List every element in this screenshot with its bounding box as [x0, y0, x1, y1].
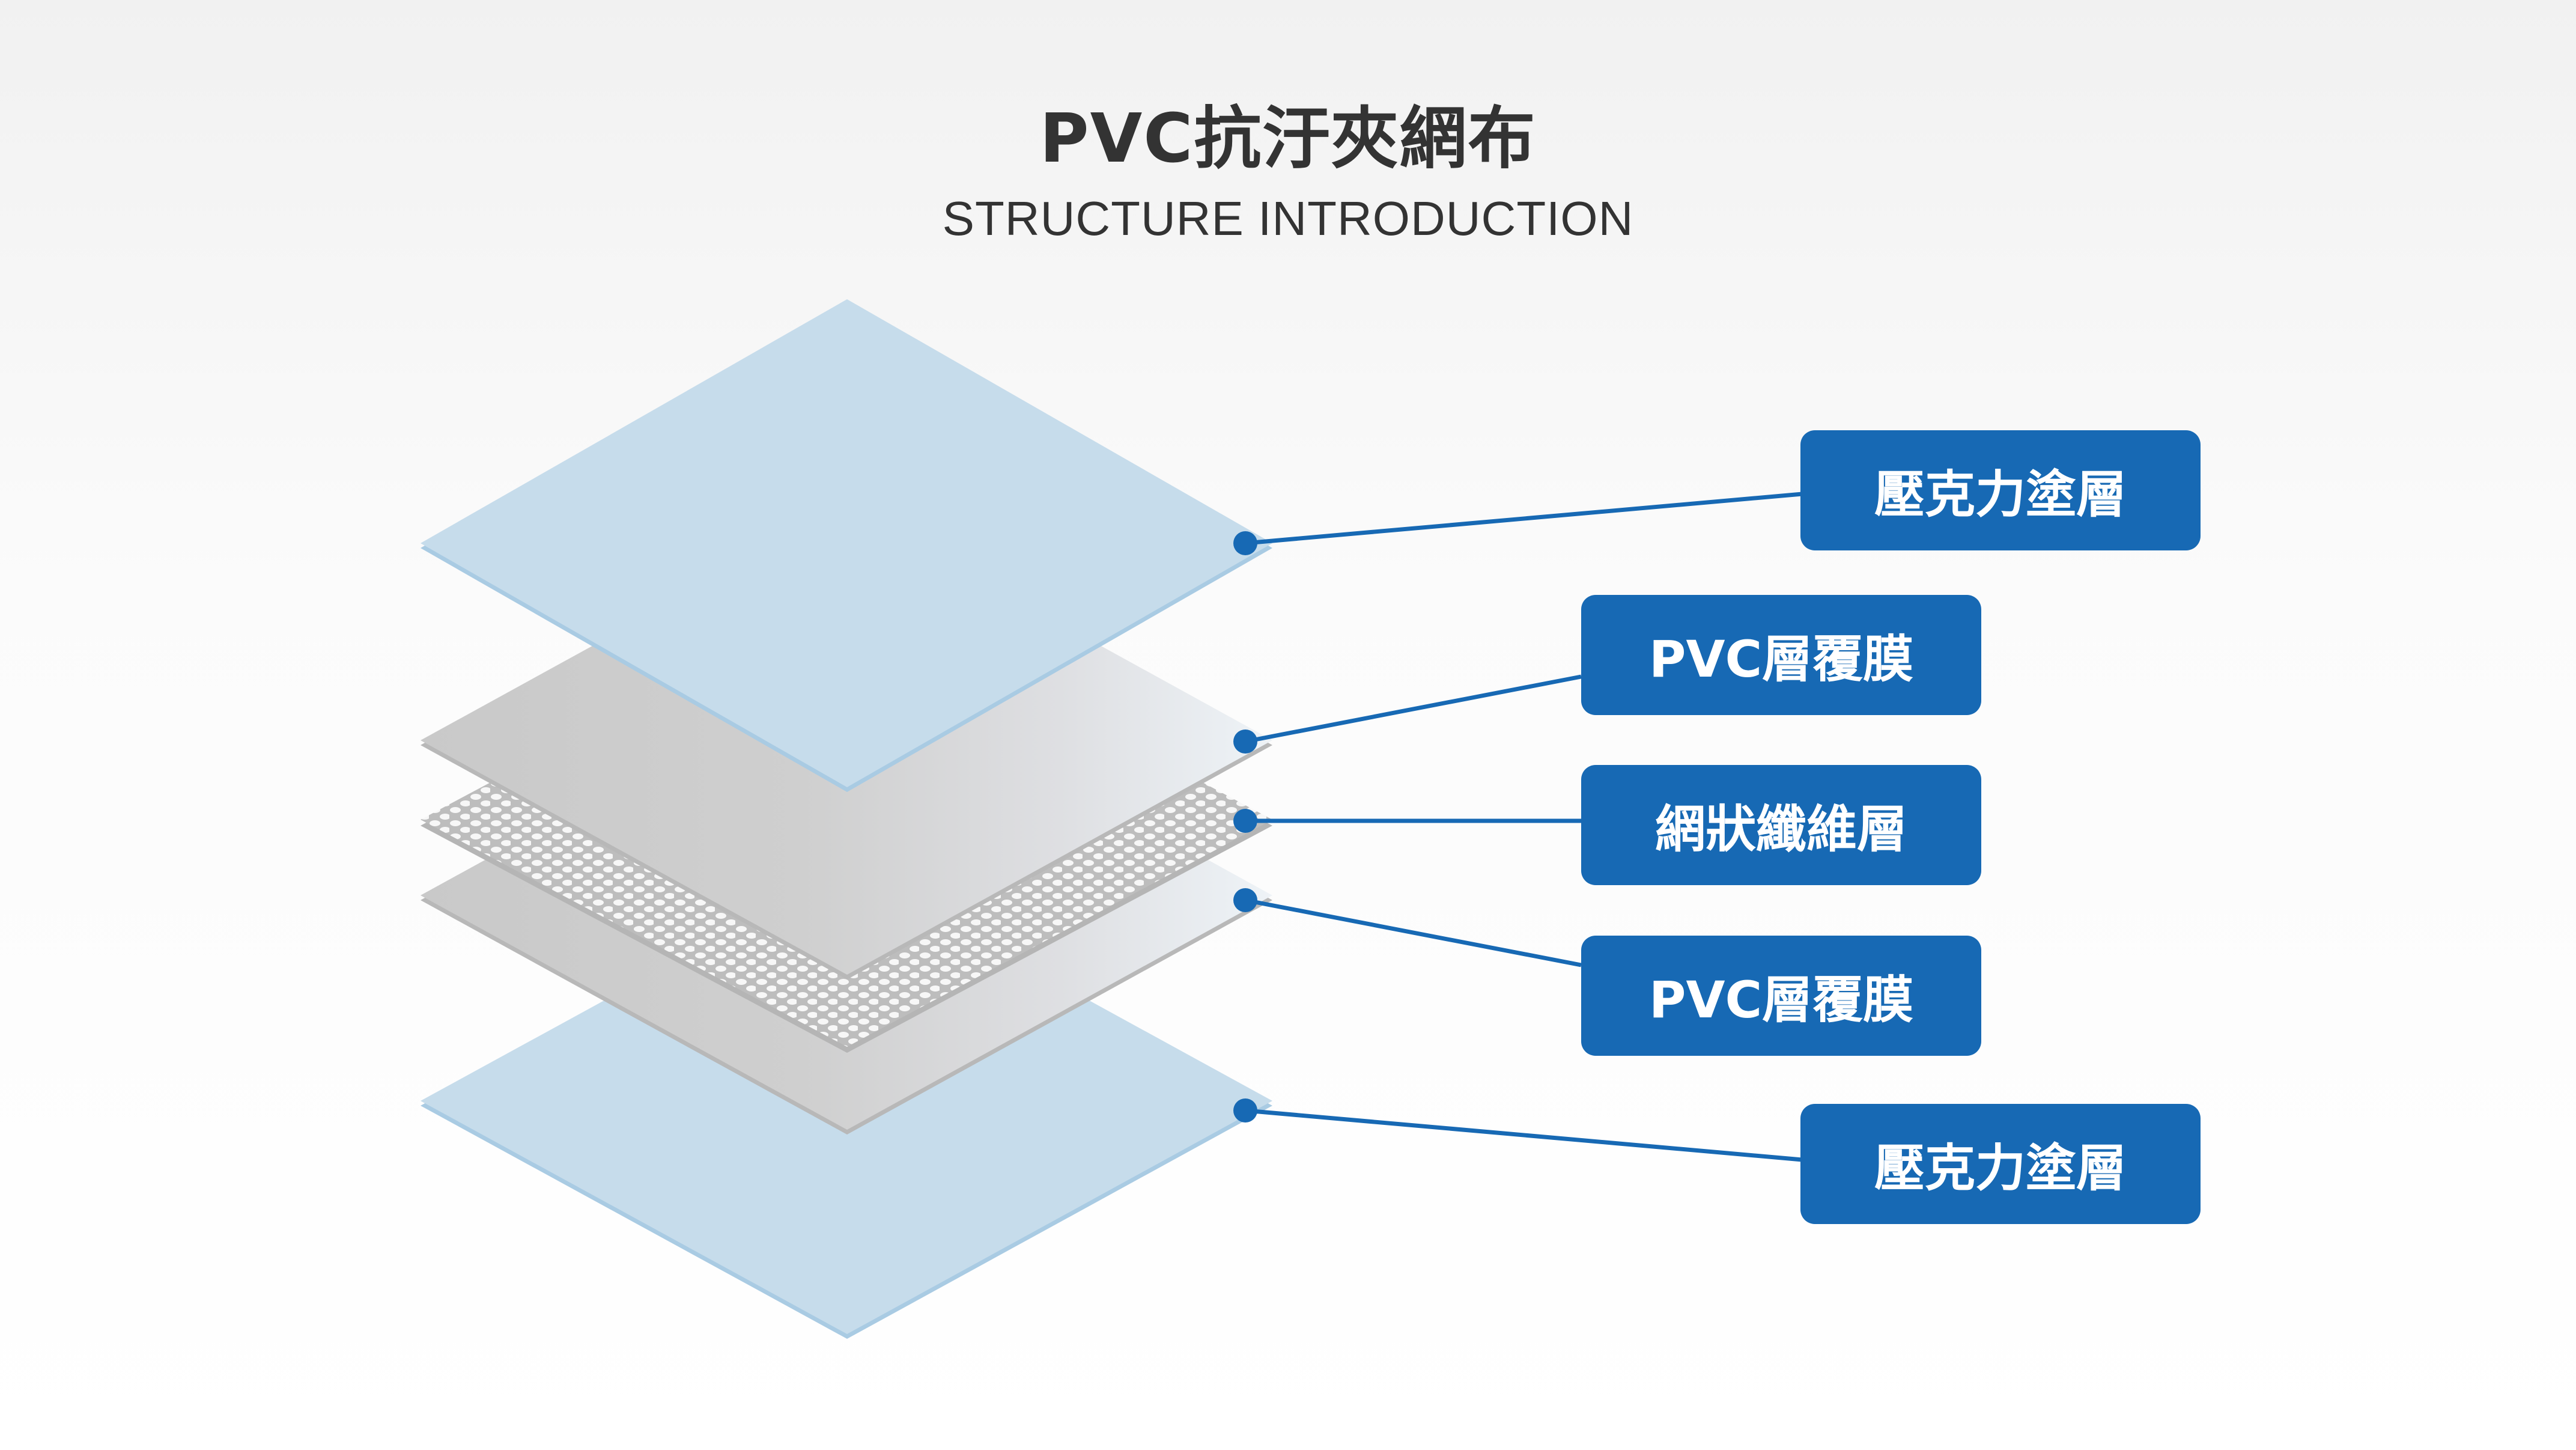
label-acrylic-coating-bottom: 壓克力塗層 [1800, 1104, 2201, 1224]
leader-line-2 [1245, 674, 1582, 744]
anchor-dot-4 [1233, 888, 1257, 912]
anchor-dot-2 [1233, 730, 1257, 754]
label-pvc-film-top: PVC層覆膜 [1581, 595, 1981, 715]
leader-line-4 [1245, 898, 1582, 967]
leader-line-5 [1245, 1108, 1803, 1162]
leader-line-1 [1245, 492, 1803, 546]
page-title: PVC抗汙夾網布 [1039, 100, 1537, 178]
page-subtitle: STRUCTURE INTRODUCTION [942, 192, 1634, 245]
anchor-dot-1 [1233, 531, 1257, 555]
label-acrylic-coating-top: 壓克力塗層 [1800, 430, 2201, 550]
top-acrylic-coating-layer [421, 299, 1272, 792]
label-mesh-fiber-layer: 網狀纖維層 [1581, 765, 1981, 885]
anchor-dot-3 [1233, 809, 1257, 833]
label-pvc-film-bottom: PVC層覆膜 [1581, 936, 1981, 1056]
anchor-dot-5 [1233, 1098, 1257, 1123]
